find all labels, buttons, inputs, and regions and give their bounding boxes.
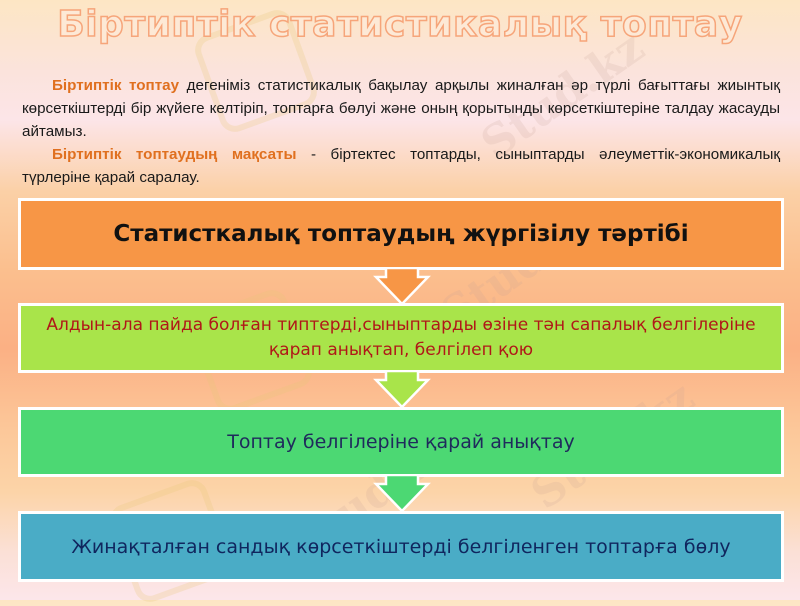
flow-step-group-features-label: Топтау белгілеріне қарай анықтау xyxy=(227,431,575,453)
flow-step-define-types-label: Алдын-ала пайда болған типтерді,сыныптар… xyxy=(46,315,756,360)
flow-step-split-groups: Жинақталған сандық көрсеткіштерді белгіл… xyxy=(18,511,784,582)
definition-paragraph: Біртиптік топтау дегеніміз статистикалық… xyxy=(22,74,780,143)
flow-step-header-label: Статисткалық топтаудың жүргізілу тәртібі xyxy=(113,221,689,247)
purpose-paragraph: Біртиптік топтаудың мақсаты - біртектес … xyxy=(22,143,780,189)
arrow-down-icon xyxy=(373,371,431,409)
slide-title: Біртиптік статистикалық топтау xyxy=(57,3,743,46)
flow-step-group-features: Топтау белгілеріне қарай анықтау xyxy=(18,407,784,477)
flow-step-split-groups-label: Жинақталған сандық көрсеткіштерді белгіл… xyxy=(71,535,731,558)
arrow-down-icon xyxy=(373,268,431,306)
definition-term: Біртиптік топтау xyxy=(52,77,180,94)
arrow-down-icon xyxy=(373,475,431,513)
flow-step-define-types: Алдын-ала пайда болған типтерді,сыныптар… xyxy=(18,303,784,373)
purpose-text: - біртектес топтарды, сыныптарды әлеумет… xyxy=(22,146,781,186)
purpose-term: Біртиптік топтаудың мақсаты xyxy=(52,146,297,163)
flow-step-header: Статисткалық топтаудың жүргізілу тәртібі xyxy=(18,198,784,270)
definition-text: дегеніміз статистикалық бақылау арқылы ж… xyxy=(22,77,780,140)
